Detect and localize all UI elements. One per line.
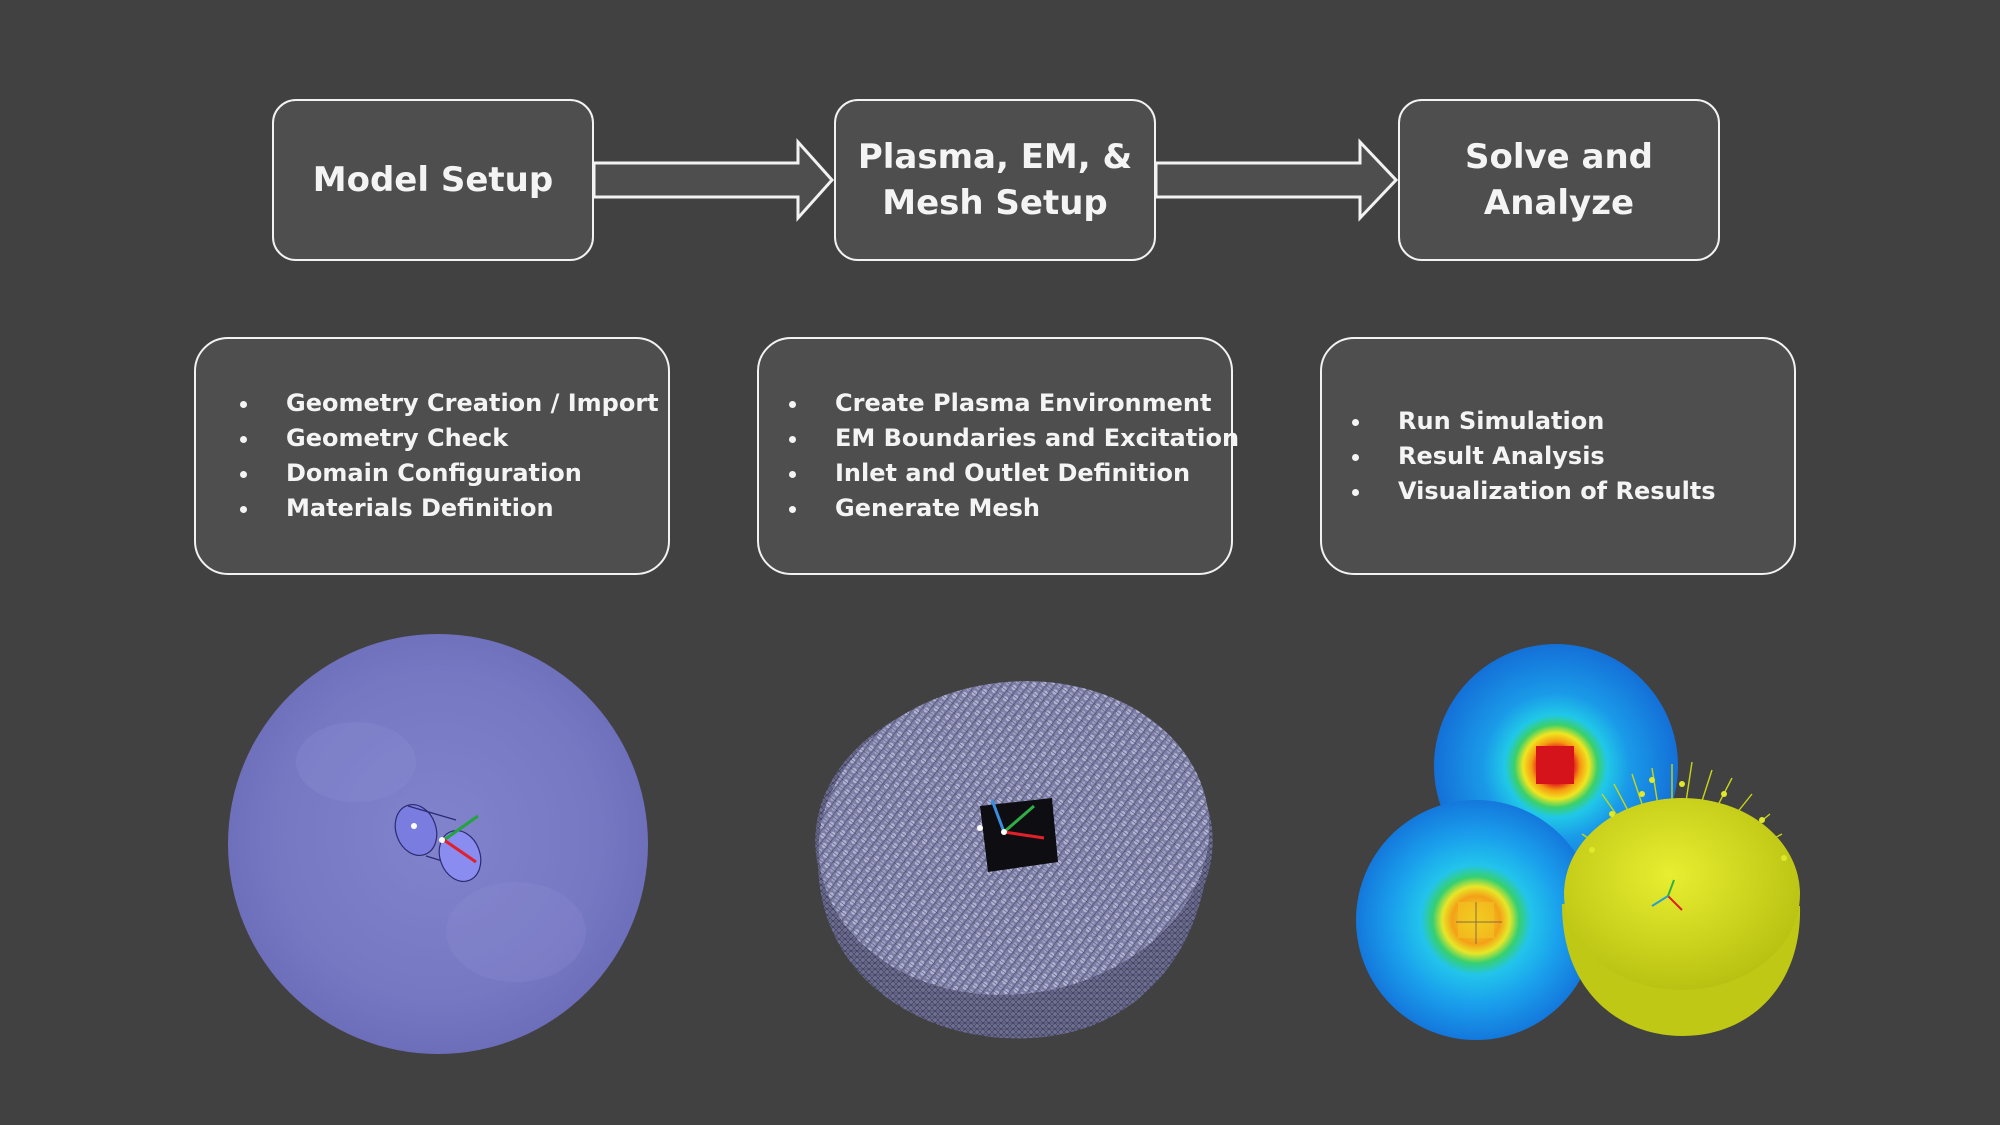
details-solve-and-analyze: Run Simulation Result Analysis Visualiza… <box>1320 337 1796 575</box>
list-item: Generate Mesh <box>789 491 1239 526</box>
step-label: Plasma, EM, & Mesh Setup <box>857 137 1133 223</box>
step-plasma-em-mesh-setup: Plasma, EM, & Mesh Setup <box>834 99 1156 261</box>
details-plasma-em-mesh-setup: Create Plasma Environment EM Boundaries … <box>757 337 1239 575</box>
arrow-right-icon <box>1154 138 1399 222</box>
list-item: Create Plasma Environment <box>789 386 1239 421</box>
step-label: Model Setup <box>312 160 554 200</box>
bullet-list: Create Plasma Environment EM Boundaries … <box>759 386 1239 526</box>
mesh-hemisphere-image <box>815 681 1213 1039</box>
list-item: Inlet and Outlet Definition <box>789 456 1239 491</box>
arrow-right-icon <box>592 138 835 222</box>
step-label: Solve and Analyze <box>1464 137 1654 223</box>
list-item: Geometry Creation / Import <box>240 386 659 421</box>
list-item: Materials Definition <box>240 491 659 526</box>
bullet-list: Run Simulation Result Analysis Visualiza… <box>1322 404 1716 509</box>
list-item: EM Boundaries and Excitation <box>789 421 1239 456</box>
bullet-list: Geometry Creation / Import Geometry Chec… <box>196 386 659 526</box>
geometry-sphere-image <box>228 634 648 1054</box>
list-item: Geometry Check <box>240 421 659 456</box>
step-model-setup: Model Setup <box>272 99 594 261</box>
list-item: Domain Configuration <box>240 456 659 491</box>
details-model-setup: Geometry Creation / Import Geometry Chec… <box>194 337 670 575</box>
list-item: Run Simulation <box>1352 404 1716 439</box>
list-item: Result Analysis <box>1352 439 1716 474</box>
step-solve-and-analyze: Solve and Analyze <box>1398 99 1720 261</box>
results-visualization-image <box>1356 644 1801 1040</box>
list-item: Visualization of Results <box>1352 474 1716 509</box>
